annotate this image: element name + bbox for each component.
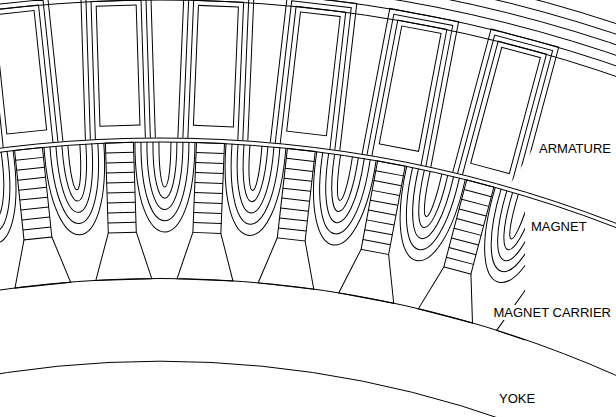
part-label: ARMATURE bbox=[538, 141, 612, 156]
yoke-edge bbox=[0, 361, 616, 417]
pole-flux bbox=[0, 150, 26, 248]
pole-flux bbox=[135, 142, 195, 232]
air-gap bbox=[0, 138, 616, 417]
magnet-block bbox=[258, 147, 329, 289]
armature-slot bbox=[178, 0, 254, 141]
pole-flux bbox=[44, 143, 110, 237]
armature-slot bbox=[270, 0, 357, 150]
pole-flux bbox=[387, 166, 465, 267]
pole-flux bbox=[219, 143, 286, 237]
part-label: MAGNET CARRIER bbox=[493, 305, 613, 320]
part-label: MAGNET bbox=[530, 219, 588, 234]
magnet-block bbox=[418, 176, 507, 323]
magnet-block bbox=[91, 142, 151, 281]
part-label: YOKE bbox=[498, 391, 536, 406]
pole-flux bbox=[303, 151, 376, 249]
pole-flux bbox=[469, 187, 552, 291]
armature-slot bbox=[362, 8, 458, 166]
armature-slot bbox=[0, 0, 63, 149]
magnet-block bbox=[177, 142, 238, 281]
armature-slots bbox=[0, 0, 559, 190]
armature-slot bbox=[81, 0, 156, 140]
magnet-block bbox=[1, 146, 71, 288]
magnet-block bbox=[339, 158, 419, 303]
armature-slot bbox=[453, 29, 559, 190]
magnet-carrier-edge bbox=[0, 279, 616, 417]
